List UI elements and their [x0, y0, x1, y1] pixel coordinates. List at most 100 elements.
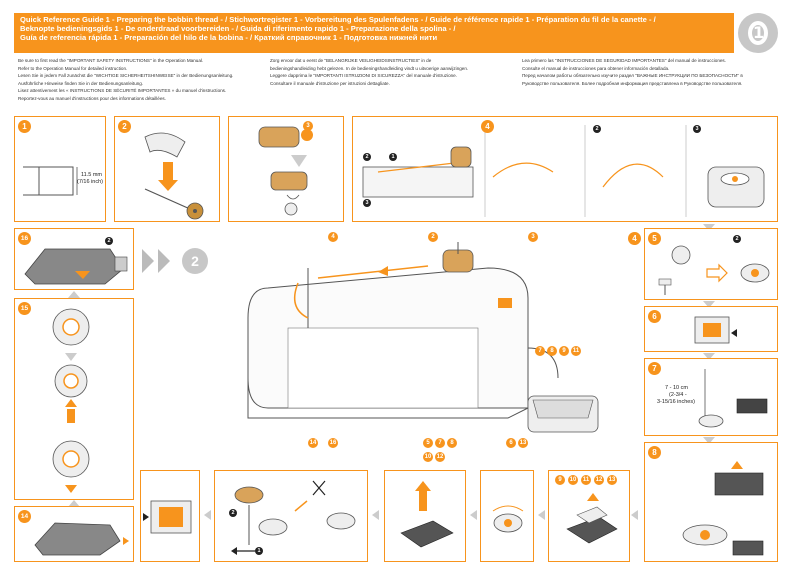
callout-number: 11: [581, 475, 591, 485]
step-badge: 1: [18, 120, 31, 133]
bobbin-ring-icon: [748, 21, 768, 45]
thread-trim-illustration: [231, 480, 356, 555]
measure-inch-label: (2-3/4 -: [669, 392, 687, 398]
callout-number: 9: [555, 475, 565, 485]
flow-arrow-icon: [68, 291, 80, 298]
callout-number: 13: [518, 438, 528, 448]
panel-step-8: 8: [644, 442, 778, 562]
callout-number: 11: [571, 346, 581, 356]
callout-number: 10: [423, 452, 433, 462]
thread-guide-illustration: [362, 125, 765, 217]
callout-number: 9: [559, 346, 569, 356]
pedal-release-illustration: [566, 493, 618, 544]
pedal-press-illustration: [682, 461, 764, 556]
flow-arrow-icon: [68, 500, 80, 507]
sewing-machine-illustration: [247, 242, 599, 433]
panel-step-14: 14: [14, 506, 134, 562]
flow-arrow-icon: [204, 510, 211, 520]
callout-number: 10: [568, 475, 578, 485]
mini-marker: 3: [693, 125, 701, 133]
spool-pin-illustration: [23, 166, 78, 196]
winder-switch-off-illustration: [143, 500, 192, 534]
winder-switch-illustration: [694, 316, 737, 344]
mini-marker: 1: [389, 153, 397, 161]
measure-label: 7 - 10 cm: [665, 385, 688, 391]
callout-number: 12: [435, 452, 445, 462]
panel-pedal-press: [384, 470, 466, 562]
panel-step-5: 5 2: [644, 228, 778, 300]
panel-step-3: 3: [228, 116, 344, 222]
mini-marker: 2: [363, 153, 371, 161]
panel-step-16: 16 2: [14, 228, 134, 290]
callout-number: 13: [607, 475, 617, 485]
intro-text: Lisez attentivement les « INSTRUCTIONS D…: [18, 88, 227, 93]
bobbin-winding-illustration: [492, 505, 524, 533]
callout-number: 16: [328, 438, 338, 448]
flow-arrow-icon: [470, 510, 477, 520]
chevron-right-icon: [158, 249, 170, 273]
bobbin-case-cover-illustration: [24, 248, 128, 285]
panel-trim-thread: 2 1: [214, 470, 368, 562]
intro-text: Ausführliche Hinweise finden Sie in der …: [18, 80, 144, 86]
callout-step-3: 3: [303, 121, 313, 131]
step-badge: 6: [648, 310, 661, 323]
intro-column-3: Lea primero las "INSTRUCCIONES DE SEGURI…: [522, 58, 767, 88]
flow-arrow-icon: [703, 353, 715, 360]
intro-text: Refer to the Operation Manual for detail…: [18, 65, 128, 71]
measure-inch-label: 3-15/16 inches): [657, 399, 695, 405]
callout-number: 2: [428, 232, 438, 242]
intro-text: Zorg ervoor dat u eerst de "BELANGRIJKE …: [270, 58, 432, 63]
callout-number: 14: [308, 438, 318, 448]
chevron-right-icon: [142, 249, 154, 273]
spool-placement-illustration: [258, 126, 313, 216]
callout-number: 6: [506, 438, 516, 448]
step-badge: 7: [648, 362, 661, 375]
panel-step-2: 2: [114, 116, 220, 222]
title-line-2: Beknopte bedieningsgids 1 - De onderdraa…: [20, 24, 456, 34]
bobbin-spindle-illustration: [144, 132, 204, 220]
bobbin-insertion-illustration: [52, 308, 90, 493]
step-badge: 2: [118, 120, 131, 133]
flow-arrow-icon: [372, 510, 379, 520]
foot-pedal-illustration: [400, 481, 454, 548]
flow-arrow-icon: [631, 510, 638, 520]
step-badge: 15: [18, 302, 31, 315]
title-line-3: Guía de referencia rápida 1 - Preparació…: [20, 33, 438, 43]
step-badge: 4: [481, 120, 494, 133]
callout-number: 4: [328, 232, 338, 242]
step-badge: 8: [648, 446, 661, 459]
intro-text: Leggere dapprima le "IMPORTANTI ISTRUZIO…: [270, 73, 458, 78]
callout-number: 3: [528, 232, 538, 242]
mini-marker: 2: [593, 125, 601, 133]
mini-marker: 3: [363, 199, 371, 207]
guide-logo: 1: [738, 13, 778, 53]
flow-arrow-icon: [703, 437, 715, 444]
intro-text: Reportez-vous au manuel d'instructions p…: [18, 95, 166, 101]
panel-step-15: 15: [14, 298, 134, 500]
next-guide-badge: 2: [182, 248, 208, 274]
intro-text: Lea primero las "INSTRUCCIONES DE SEGURI…: [522, 58, 726, 63]
thread-length-illustration: [698, 369, 768, 428]
callout-number: 7: [435, 438, 445, 448]
intro-text: bedieningshandleiding hebt gelezen. In d…: [270, 65, 469, 71]
mini-marker: 2: [733, 235, 741, 243]
intro-text: Consulte el manual de instrucciones para…: [522, 65, 670, 71]
measure-inch-label: (7/16 inch): [77, 179, 103, 185]
intro-text: Consultare il manuale d'istruzione per i…: [270, 80, 390, 86]
panel-step-9-13: 9 10 11 12 13: [548, 470, 630, 562]
step-badge: 4: [628, 232, 641, 245]
intro-text: Перед началом работы обязательно изучите…: [522, 73, 743, 78]
panel-switch-off: [140, 470, 200, 562]
guide-number: 1: [753, 23, 765, 42]
mini-marker: 2: [105, 237, 113, 245]
cover-plate-illustration: [34, 522, 129, 556]
bobbin-on-spindle-illustration: [658, 245, 770, 295]
intro-text: Be sure to first read the "IMPORTANT SAF…: [18, 58, 204, 63]
intro-column-2: Zorg ervoor dat u eerst de "BELANGRIJKE …: [270, 58, 515, 88]
panel-step-6: 6: [644, 306, 778, 352]
flow-arrow-icon: [538, 510, 545, 520]
step-badge: 16: [18, 232, 31, 245]
callout-number: 12: [594, 475, 604, 485]
title-line-1: Quick Reference Guide 1 - Preparing the …: [20, 15, 656, 24]
panel-bobbin-spinning: [480, 470, 534, 562]
